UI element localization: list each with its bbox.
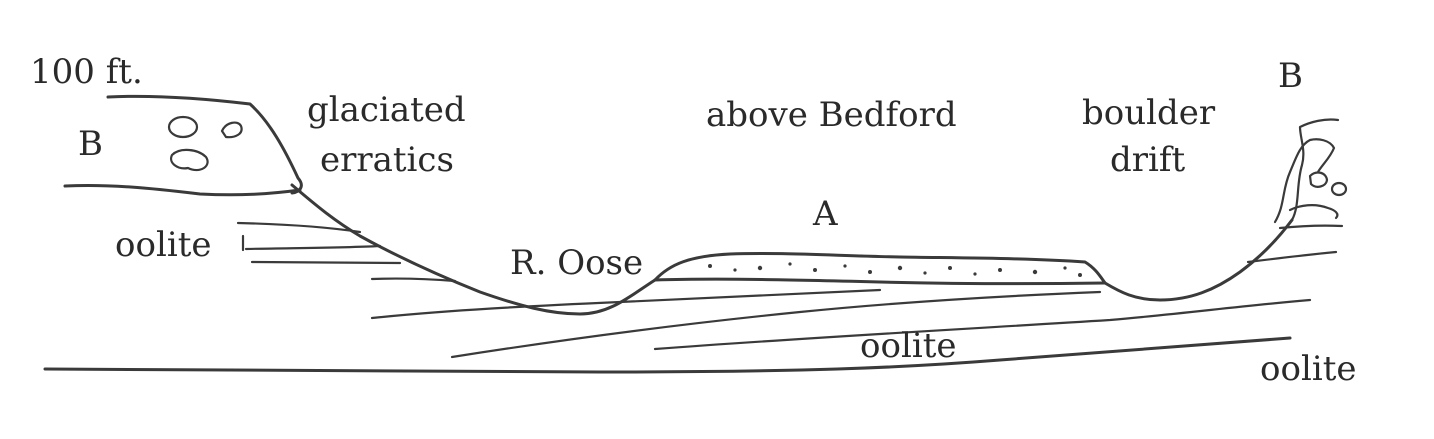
terrace-a-label: A bbox=[812, 194, 838, 234]
drift-b-left-label: B bbox=[78, 124, 103, 164]
oolite-stratum-left-2 bbox=[244, 244, 382, 251]
oolite-stratum-left-3 bbox=[250, 260, 402, 265]
right-hill-outline bbox=[1290, 118, 1340, 222]
oolite-stratum-low-1 bbox=[370, 288, 882, 320]
right-valley-slope bbox=[1103, 218, 1294, 302]
erratic-boulder-right-1 bbox=[1308, 171, 1329, 188]
drift-label: drift bbox=[1110, 140, 1185, 180]
right-drift-outline bbox=[1273, 138, 1336, 224]
oolite-stratum-left-1 bbox=[236, 221, 362, 234]
oolite-right-label: oolite bbox=[1260, 349, 1356, 389]
oolite-center-label: oolite bbox=[860, 326, 956, 366]
oolite-stratum-low-3 bbox=[653, 298, 1312, 351]
left-valley-slope bbox=[290, 183, 657, 316]
right-drift-fringe bbox=[1288, 204, 1339, 220]
oolite-base-line bbox=[43, 336, 1292, 374]
glaciated-label: glaciated bbox=[307, 90, 466, 130]
erratics-label: erratics bbox=[320, 140, 454, 180]
height-label: 100 ft. bbox=[30, 52, 143, 92]
erratic-boulder-3 bbox=[170, 148, 209, 172]
left-drift-base bbox=[63, 183, 302, 197]
erratic-boulder-right-2 bbox=[1330, 181, 1348, 197]
oolite-stratum-left-4 bbox=[370, 277, 457, 283]
erratic-boulder-1 bbox=[167, 115, 199, 139]
terrace-a-base bbox=[653, 277, 1107, 286]
left-hill-outline bbox=[106, 94, 303, 195]
boulder-label: boulder bbox=[1082, 93, 1216, 133]
drift-b-right-label: B bbox=[1278, 56, 1303, 96]
right-stratum-1 bbox=[1278, 224, 1344, 230]
river-oose-label: R. Oose bbox=[510, 243, 643, 283]
oolite-left-label: oolite bbox=[115, 225, 211, 265]
above-bedford-label: above Bedford bbox=[706, 95, 957, 135]
oolite-stratum-low-2 bbox=[450, 290, 1102, 359]
terrace-a-top bbox=[653, 251, 1107, 285]
erratic-boulder-2 bbox=[220, 121, 243, 139]
right-stratum-2 bbox=[1246, 250, 1338, 264]
terrace-gravel-specks bbox=[708, 262, 1082, 277]
